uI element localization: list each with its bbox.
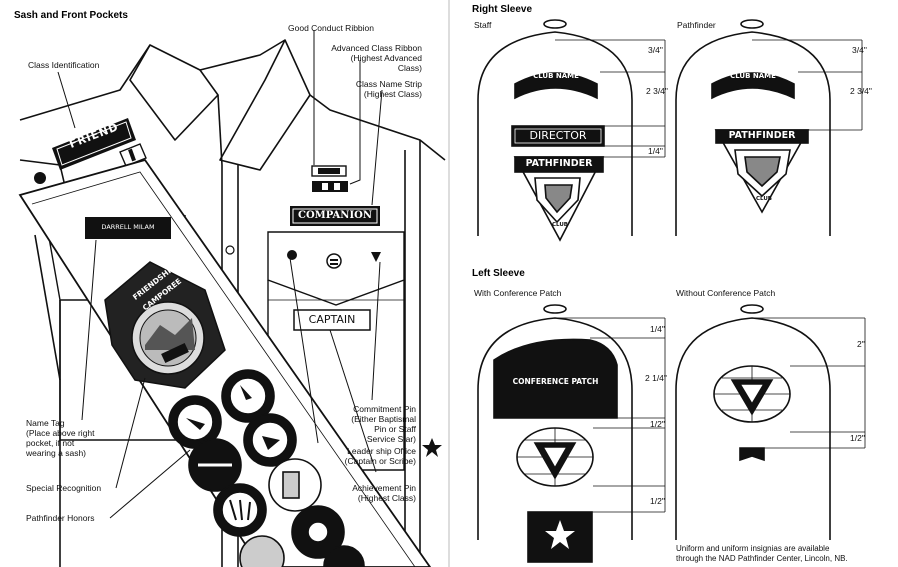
left-sleeve-title: Left Sleeve	[472, 268, 525, 279]
rs-staff-measure-mid: 2 3/4"	[646, 86, 668, 96]
staff-label: Staff	[474, 20, 492, 30]
right-sleeve-staff	[477, 19, 633, 242]
staff-club-name-text: CLUB NAME	[533, 72, 579, 80]
class-name-strip-label: Class Name Strip (Highest Class)	[355, 79, 422, 99]
staff-club-text: CLUB	[551, 222, 568, 228]
sash-section-title: Sash and Front Pockets	[14, 10, 128, 21]
leadership-office-label: Leader ship Office (Captain or Scribe)	[344, 446, 416, 466]
special-recognition-label: Special Recognition	[26, 483, 102, 493]
ls-measure-e: 2"	[857, 339, 865, 349]
class-identification-label: Class Identification	[28, 60, 100, 70]
advanced-class-ribbon	[312, 181, 348, 192]
right-sleeve-pathfinder	[675, 19, 831, 236]
pathfinder-club-name-text: CLUB NAME	[730, 72, 776, 80]
right-sleeve-measure-lines	[555, 39, 863, 158]
name-tag-label: Name Tag (Place above right pocket, if n…	[26, 418, 95, 458]
camporee-patch	[104, 261, 226, 389]
pocket-pins	[287, 250, 381, 269]
companion-strip	[290, 206, 380, 226]
without-conference-label: Without Conference Patch	[676, 288, 776, 298]
leader-lines	[57, 30, 383, 519]
staff-pathfinder-text: PATHFINDER	[525, 158, 593, 169]
conference-star-icon	[545, 520, 575, 549]
footer-note: Uniform and uniform insignias are availa…	[676, 544, 848, 563]
name-plate-text: DARRELL MILAM	[101, 223, 155, 231]
rs-staff-measure-top: 3/4"	[648, 45, 663, 55]
captain-tab-text: CAPTAIN	[308, 313, 356, 326]
left-sleeve-with-conference	[477, 304, 633, 563]
pathfinder-club-text: CLUB	[755, 196, 772, 202]
director-text: DIRECTOR	[529, 129, 587, 142]
achievement-pin-label: Achievement Pin (Highest Class)	[352, 483, 416, 503]
name-plate	[85, 217, 171, 239]
rs-staff-measure-small: 1/4"	[648, 146, 663, 156]
good-conduct-ribbon-label: Good Conduct Ribbion	[288, 23, 375, 33]
left-sleeve-measure-lines	[555, 317, 866, 513]
rs-pf-measure-mid: 2 3/4"	[850, 86, 872, 96]
left-sleeve-without-conference	[675, 304, 831, 540]
pathfinder-honors-label: Pathfinder Honors	[26, 513, 95, 523]
staff-service-star-icon	[422, 438, 442, 457]
right-sleeve-title: Right Sleeve	[472, 4, 533, 15]
ls-measure-d: 1/2"	[650, 496, 665, 506]
pathfinder-patch-text: PATHFINDER	[728, 130, 796, 141]
ls-measure-b: 2 1/4"	[645, 373, 667, 383]
friend-strip-patch	[52, 118, 136, 170]
with-conference-label: With Conference Patch	[474, 288, 562, 298]
companion-strip-text: COMPANION	[298, 210, 372, 221]
ls-measure-a: 1/4"	[650, 324, 665, 334]
rs-pf-measure-top: 3/4"	[852, 45, 867, 55]
honor-icons	[186, 385, 280, 521]
pathfinder-col-label: Pathfinder	[677, 20, 716, 30]
commitment-pin-label: Commitment Pin (Either Baptismal Pin or …	[351, 404, 416, 444]
ls-measure-c: 1/2"	[650, 419, 665, 429]
captain-tab	[293, 309, 371, 331]
ls-measure-f: 1/2"	[850, 433, 865, 443]
conference-patch-text: CONFERENCE PATCH	[512, 377, 599, 386]
good-conduct-ribbon	[311, 165, 347, 177]
advanced-class-ribbon-label: Advanced Class Ribbon (Highest Advanced …	[331, 43, 422, 73]
